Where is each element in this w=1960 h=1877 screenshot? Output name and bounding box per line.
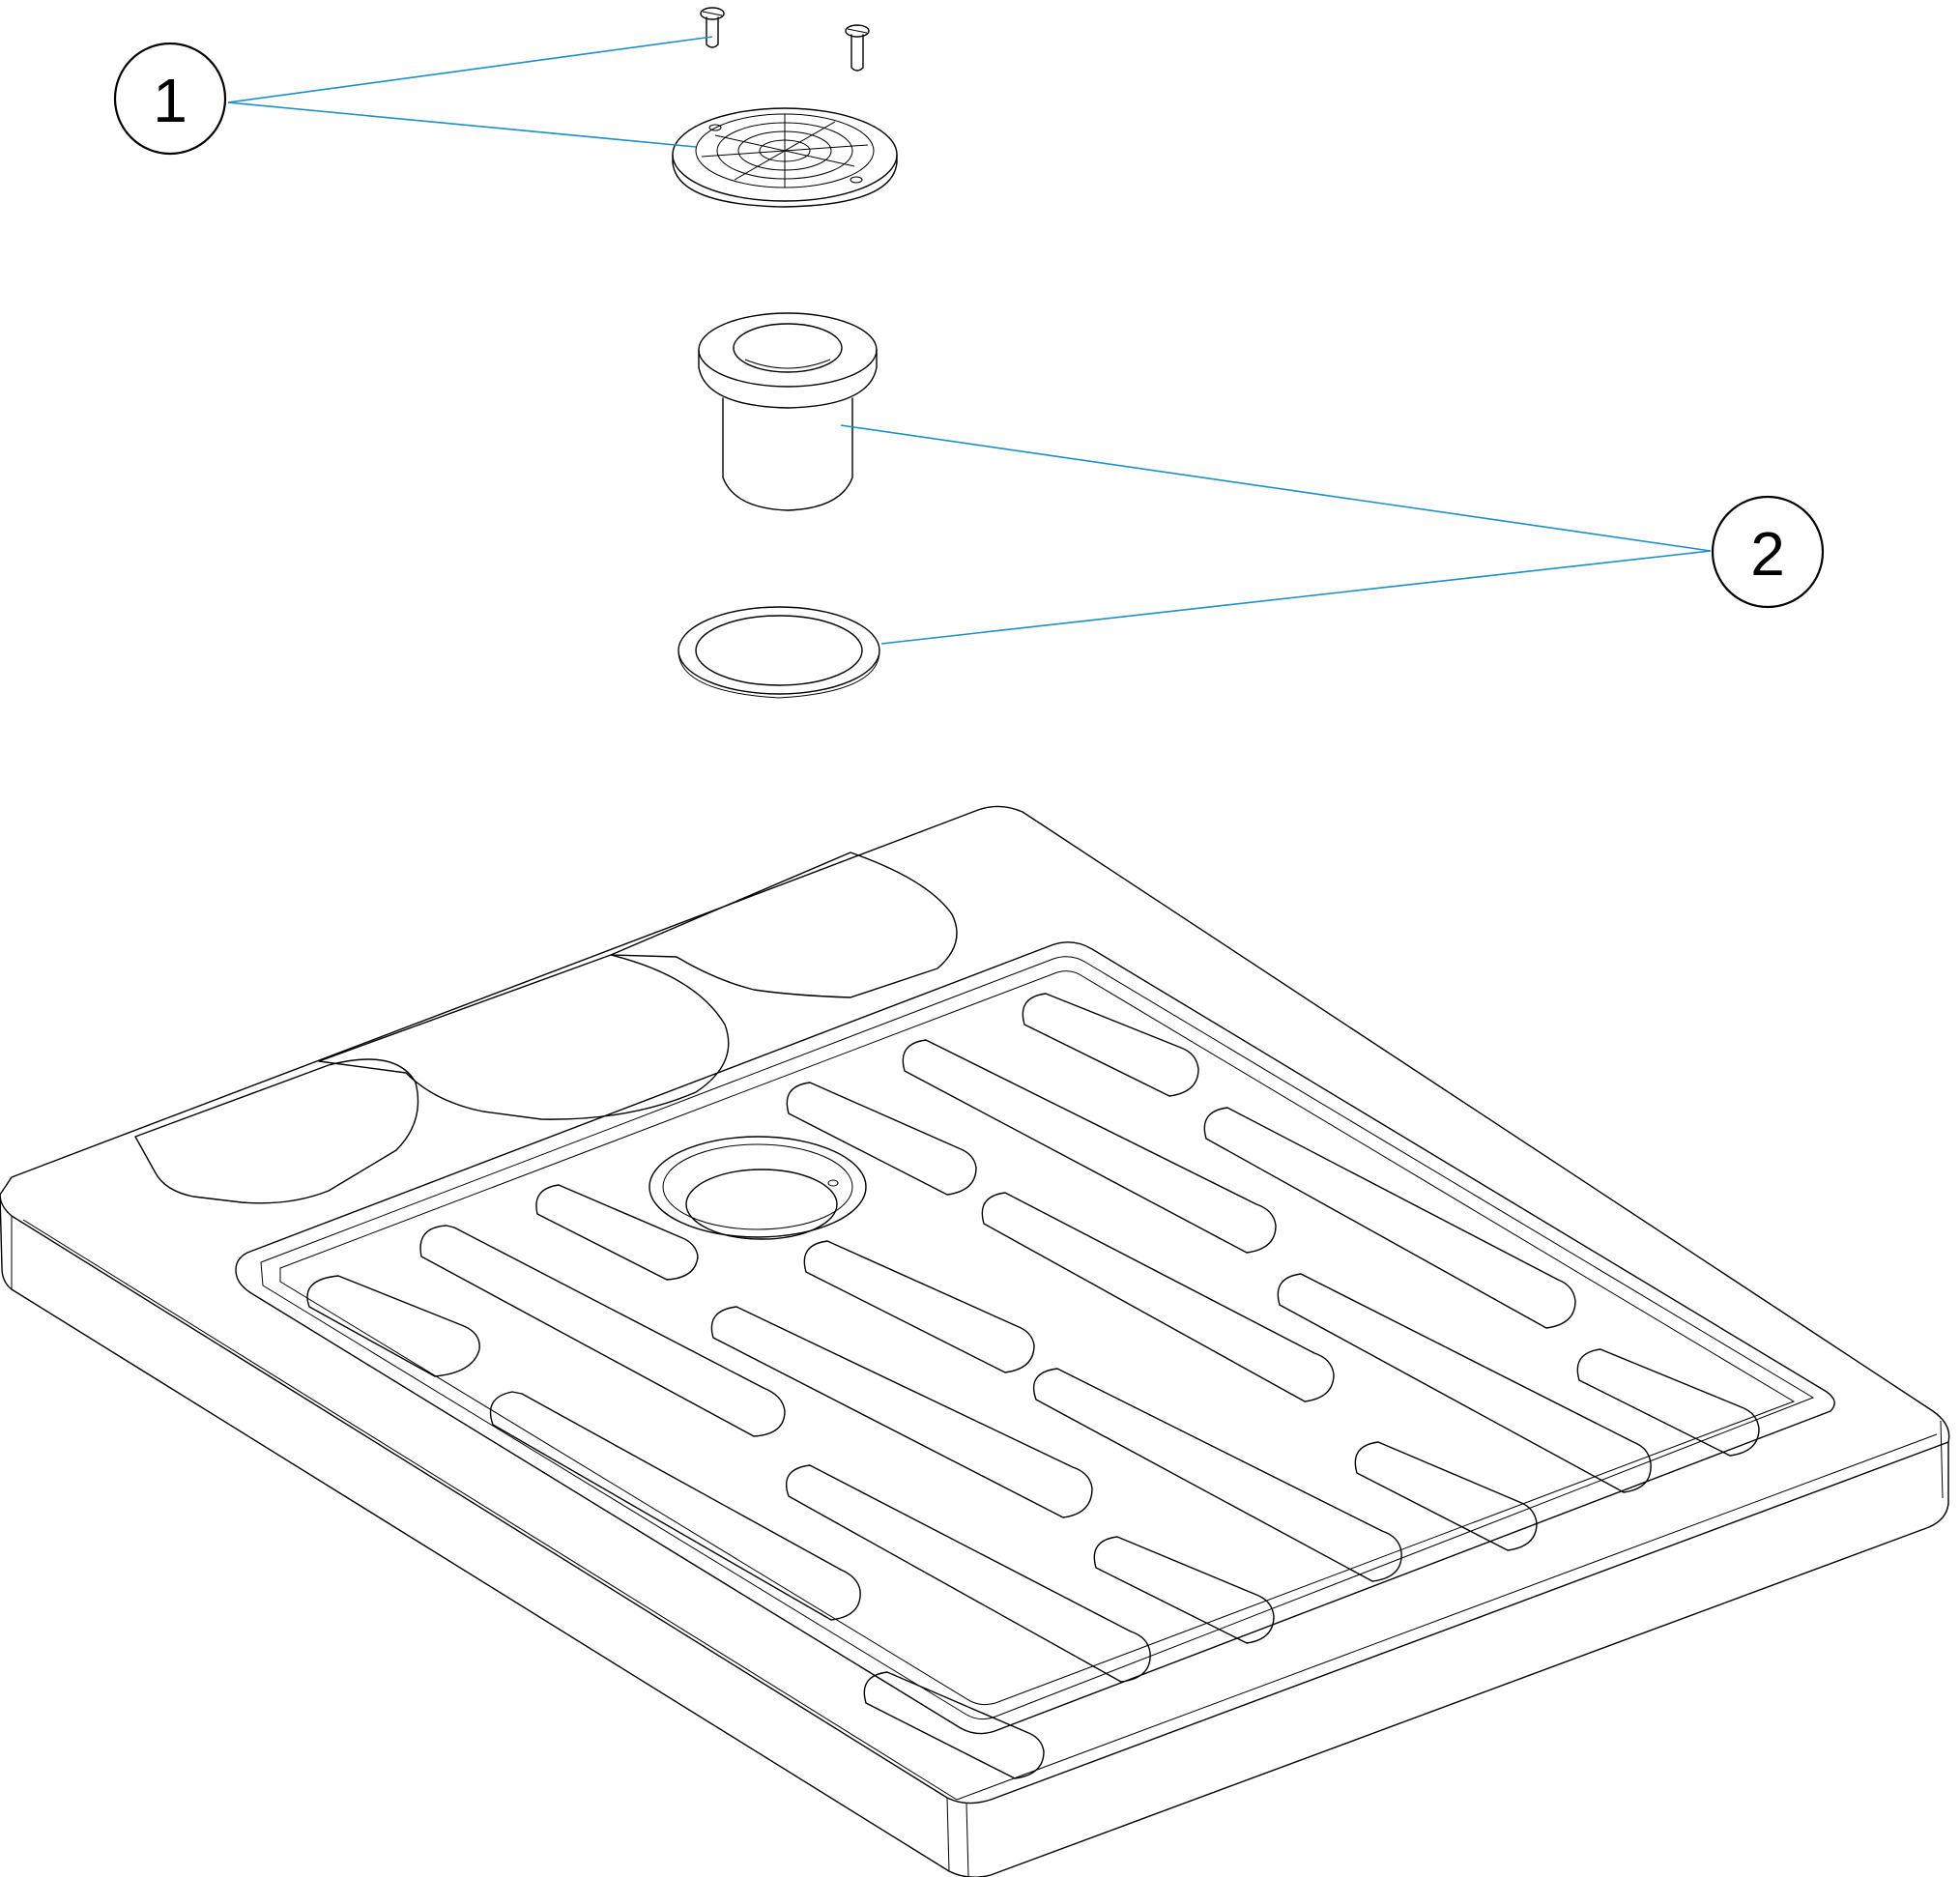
leader-2-gasket [880,550,1712,645]
leader-2-sleeve [840,424,1712,552]
anti-slip-slots [306,993,1760,1779]
callout-1: 1 [113,42,227,156]
screw-right [845,24,870,72]
shower-tray [0,805,1950,1877]
leader-1-screw [227,36,713,103]
gasket-ring [677,606,880,699]
callout-1-label: 1 [153,66,187,135]
drain-sleeve [698,312,878,511]
callout-2-label: 2 [1750,519,1785,589]
leader-1-grate [227,101,697,148]
drain-grate [672,107,898,208]
callout-2: 2 [1711,495,1825,609]
leader-lines [227,36,1712,645]
screw-left [700,7,725,48]
